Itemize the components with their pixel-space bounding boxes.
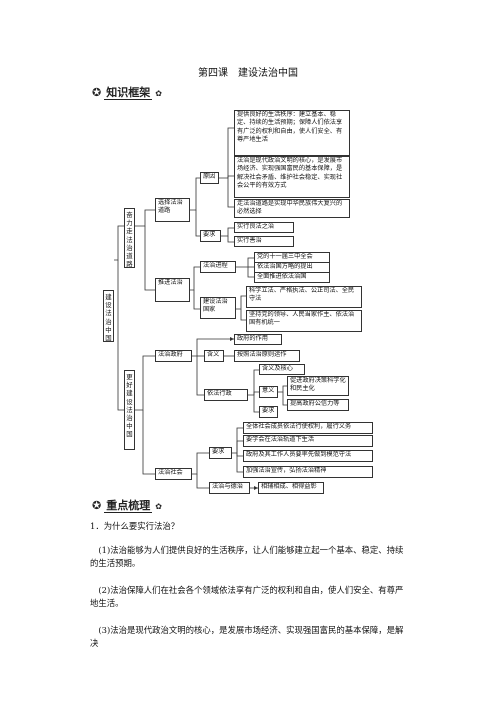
page-title: 第四课 建设法治中国 bbox=[198, 68, 298, 79]
gov-role: 政府的作用 bbox=[234, 334, 282, 345]
section-key-points: ✪重点梳理✿ bbox=[92, 497, 162, 513]
leaf-icon: ✿ bbox=[155, 502, 162, 511]
admin-item-1: 含义及核心 bbox=[259, 364, 305, 375]
section-label: 知识框架 bbox=[104, 86, 153, 100]
reason-item-2: 法治是现代政治文明的核心，是发展市场经济、实现强国富民的基本保障，是解决社会矛盾… bbox=[234, 156, 350, 198]
node-choose-path: 选择法治道路 bbox=[155, 198, 190, 222]
section-label: 重点梳理 bbox=[104, 499, 153, 513]
process-item-3: 全面推进依法治国 bbox=[254, 272, 330, 283]
reason-item-1: 提供良好的生活秩序：建立基本、稳定、持续的生活预期；保障人们依法享有广泛的权利和… bbox=[234, 110, 350, 156]
node-build-country: 建设法治国家 bbox=[200, 297, 236, 319]
build-item-2: 坚持党的领导、人民当家作主、依法治国有机统一 bbox=[246, 310, 362, 332]
build-item-1: 科学立法、严格执法、公正司法、全民守法 bbox=[246, 286, 362, 308]
node-meaning: 含义 bbox=[204, 350, 224, 362]
leaf-icon: ✿ bbox=[155, 89, 162, 98]
section-knowledge-framework: ✪知识框架✿ bbox=[92, 84, 162, 100]
requirement-item-1: 实行良法之治 bbox=[234, 222, 294, 233]
node-requirement: 要求 bbox=[200, 230, 221, 242]
significance-item-1: 促进政府决策科学化和民主化 bbox=[287, 376, 349, 396]
node-reason: 原因 bbox=[200, 172, 219, 184]
requirement-item-2: 实行善治 bbox=[234, 236, 294, 247]
significance-item-2: 提高政府公信力等 bbox=[287, 399, 349, 411]
paragraph-2: (2)法治保障人们在社会各个领域依法享有广泛的权利和自由，使人们安全、有尊严地生… bbox=[90, 585, 404, 608]
branch-b: 更好建设法治中国 bbox=[124, 370, 135, 450]
node-law-morality: 法治与德治 bbox=[209, 482, 250, 494]
branch-a: 奋力走法治道路 bbox=[124, 208, 135, 268]
law-morality-text: 相辅相成、相得益彰 bbox=[258, 482, 324, 494]
mindmap-root: 建设法治中国 bbox=[103, 290, 114, 342]
paragraph-1: (1)法治能够为人们提供良好的生活秩序，让人们能够建立起一个基本、稳定、持续的生… bbox=[90, 545, 404, 568]
node-admin-by-law: 依法行政 bbox=[204, 389, 248, 401]
admin-item-2: 意义 bbox=[259, 386, 278, 398]
question-1: 1．为什么要实行法治？ bbox=[90, 521, 180, 531]
society-item-1: 全体社会成员依法行使权利，履行义务 bbox=[243, 422, 373, 434]
reason-item-3: 走法治道路是实现中华民族伟大复兴的必然选择 bbox=[234, 199, 350, 218]
node-law-society: 法治社会 bbox=[155, 468, 192, 480]
node-society-req: 要求 bbox=[209, 447, 232, 459]
meaning-text: 按照法治原则运作 bbox=[234, 350, 300, 362]
society-item-2: 要学会在法治轨道下生活 bbox=[243, 435, 373, 447]
node-law-gov: 法治政府 bbox=[155, 350, 192, 362]
node-law-process: 法治进程 bbox=[200, 261, 236, 273]
paragraph-3: (3)法治是现代政治文明的核心，是发展市场经济、实现强国富民的基本保障，是解决 bbox=[90, 625, 404, 648]
society-item-4: 加强法治宣传，弘扬法治精神 bbox=[243, 466, 373, 478]
node-progress: 推进法治 bbox=[155, 278, 190, 302]
society-item-3: 政府及其工作人员要率先做到模范守法 bbox=[243, 450, 373, 462]
admin-item-3: 要求 bbox=[259, 406, 278, 418]
star-icon: ✪ bbox=[92, 499, 102, 512]
star-icon: ✪ bbox=[92, 86, 102, 99]
